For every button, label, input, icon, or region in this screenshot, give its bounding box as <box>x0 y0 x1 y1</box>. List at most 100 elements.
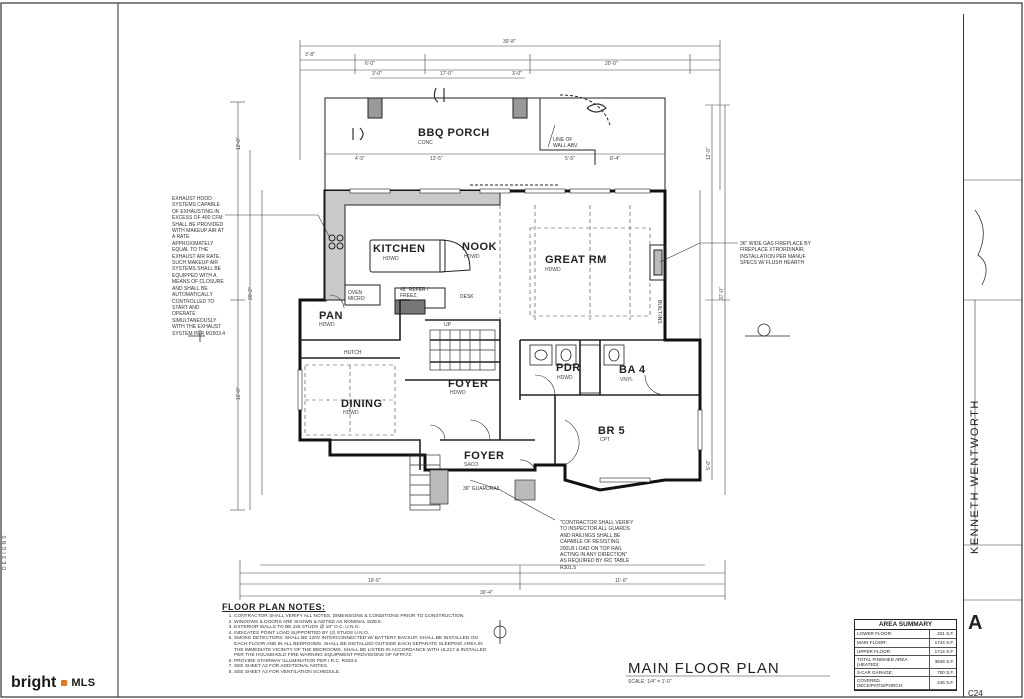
dim-porch-right: 3'-0" <box>512 71 522 77</box>
leader-lines <box>225 124 738 521</box>
dimension-lines-sides <box>230 101 730 511</box>
room-sub-foyer-upper: HDWD <box>450 390 466 396</box>
area-summary-table: AREA SUMMARY LOWER FLOOR:321 S.F. MAIN F… <box>854 619 957 691</box>
dim-right-c: 5'-0" <box>706 460 712 470</box>
dimension-lines-bottom <box>239 560 726 600</box>
room-label-br5: BR 5 <box>598 425 626 437</box>
interior-walls <box>300 299 700 470</box>
note-item: CONTRACTOR SHALL VERIFY ALL NOTES, DIMEN… <box>234 614 492 620</box>
dim-porch-w2: 12'-5" <box>430 156 443 162</box>
titleblock-lines <box>963 179 1022 601</box>
stairs <box>409 329 536 511</box>
sheet-code: C24 <box>968 689 983 698</box>
room-label-foyer-lower: FOYER <box>464 450 505 462</box>
dim-left-b: 16'-0" <box>236 387 242 400</box>
floor-plan-notes: FLOOR PLAN NOTES: CONTRACTOR SHALL VERIF… <box>222 602 492 676</box>
room-label-dining: DINING <box>341 398 383 410</box>
exterior-walls <box>298 189 702 492</box>
handwritten-marks <box>352 87 607 141</box>
room-sub-kitchen: HDWD <box>383 256 399 262</box>
windows <box>297 188 703 483</box>
room-label-great-rm: GREAT RM <box>545 254 607 266</box>
watermark-brand: bright <box>11 674 57 691</box>
note-item: PROVIDE STAIRWAY ILLUMINATION PER I.R.C.… <box>234 659 492 665</box>
room-sub-foyer-lower: SACO <box>464 462 479 468</box>
bath-fixtures <box>529 344 625 394</box>
area-label: TOTAL FINISHED AREA (HEATED): <box>855 655 930 669</box>
note-line-of-wall: LINE OF WALL ABV. <box>553 137 579 150</box>
dim-bottom-a: 19'-6" <box>368 578 381 584</box>
kitchen-cabinets <box>324 191 501 315</box>
area-summary-title: AREA SUMMARY <box>855 620 956 630</box>
dim-top-a: 3'-8" <box>305 52 315 58</box>
room-label-nook: NOOK <box>462 241 497 253</box>
area-value: 321 S.F. <box>929 630 956 639</box>
dim-porch-w4: 8'-4" <box>610 156 620 162</box>
note-item: INDICATES POINT LOAD SUPPORTED BY (2) ST… <box>234 631 492 637</box>
area-label: LOWER FLOOR: <box>855 630 930 639</box>
area-label: COVERED DECK/PATIO/PORCH: <box>855 676 930 690</box>
area-label: MAIN FLOOR: <box>855 638 930 648</box>
table-row: COVERED DECK/PATIO/PORCH:245 S.F. <box>855 676 956 690</box>
dim-bottom-overall: 30'-4" <box>480 590 493 596</box>
dim-bottom-b: 11'-0" <box>615 578 628 584</box>
watermark-logo: bright MLS <box>6 672 101 694</box>
note-refer: 48" REFER / FREEZ. <box>400 287 429 300</box>
dimension-lines-top <box>299 40 721 190</box>
room-sub-pdr: HDWD <box>557 375 573 381</box>
table-row: MAIN FLOOR:1744 S.F. <box>855 638 956 648</box>
dim-porch-w1: 4'-5" <box>355 156 365 162</box>
room-label-pan: PAN <box>319 310 343 322</box>
designer-name: KENNETH WENTWORTH <box>969 399 981 554</box>
drawing-scale: SCALE: 1/4" = 1'-0" <box>628 679 672 685</box>
dim-right-b: 37'-0" <box>719 287 725 300</box>
porch-outline <box>324 94 666 192</box>
note-contractor-guardrails: "CONTRACTOR SHALL VERIFY TO INSPECTOR AL… <box>560 520 634 571</box>
note-desk: DESK <box>460 294 474 300</box>
note-up: UP <box>444 322 451 328</box>
watermark-suffix: MLS <box>71 677 96 689</box>
room-label-ba4: BA 4 <box>619 364 646 376</box>
room-label-kitchen: KITCHEN <box>373 243 426 255</box>
note-item: SEE SHEET A2 FOR ADDITIONAL NOTES. <box>234 664 492 670</box>
note-fireplace: 36" WIDE GAS FIREPLACE BY FIREPLACE XTRO… <box>740 241 811 267</box>
dim-right-a: 12'-0" <box>706 147 712 160</box>
side-brand: DESIGNS <box>2 533 8 570</box>
fireplace <box>649 244 666 281</box>
room-sub-br5: CPT <box>600 437 610 443</box>
titleblock-logo <box>974 209 987 286</box>
area-summary-rows: LOWER FLOOR:321 S.F. MAIN FLOOR:1744 S.F… <box>855 630 956 690</box>
note-item: WINDOWS & DOORS ARE SHOWN & NOTED AS NOM… <box>234 620 492 626</box>
area-value: 1744 S.F. <box>929 638 956 648</box>
room-label-bbq-porch: BBQ PORCH <box>418 127 490 139</box>
area-value: 3849 S.F. <box>929 655 956 669</box>
table-row: UPPER FLOOR:1714 S.F. <box>855 647 956 657</box>
room-label-foyer-upper: FOYER <box>448 378 489 390</box>
dim-left-c: 20'-2" <box>248 287 254 300</box>
dim-top-b: 6'-0" <box>365 61 375 67</box>
notes-list: CONTRACTOR SHALL VERIFY ALL NOTES, DIMEN… <box>222 614 492 676</box>
note-exhaust-hood: EXHAUST HOOD SYSTEMS CAPABLE OF EXHAUSTI… <box>172 196 226 337</box>
table-row: 3-CAR GARAGE:700 S.F. <box>855 668 956 678</box>
watermark-dot-icon <box>61 680 68 686</box>
room-sub-ba4: VNYL <box>620 377 634 383</box>
dim-overall-top: 30'-8" <box>503 39 516 45</box>
room-label-pdr: PDR <box>556 362 581 374</box>
notes-heading: FLOOR PLAN NOTES: <box>222 602 326 612</box>
area-label: 3-CAR GARAGE: <box>855 668 930 678</box>
drawing-title: MAIN FLOOR PLAN <box>628 660 780 677</box>
room-sub-pan: HDWD <box>319 322 335 328</box>
dim-porch-w3: 5'-5" <box>565 156 575 162</box>
title-block: KENNETH WENTWORTH A C24 <box>963 14 1016 698</box>
note-item: SEE SHEET A3 FOR VENTILATION SCHEDULE. <box>234 670 492 676</box>
section-markers <box>188 323 790 644</box>
room-sub-nook: HDWD <box>464 254 480 260</box>
room-sub-dining: HDWD <box>343 410 359 416</box>
area-value: 245 S.F. <box>929 676 956 690</box>
door-swings <box>329 294 666 471</box>
note-item: EXTERIOR WALLS TO BE 2x6 STUDS @ 16" O.C… <box>234 625 492 631</box>
note-built-ins: BUILT-INS <box>656 300 662 324</box>
dim-left-a: 12'-0" <box>236 137 242 150</box>
